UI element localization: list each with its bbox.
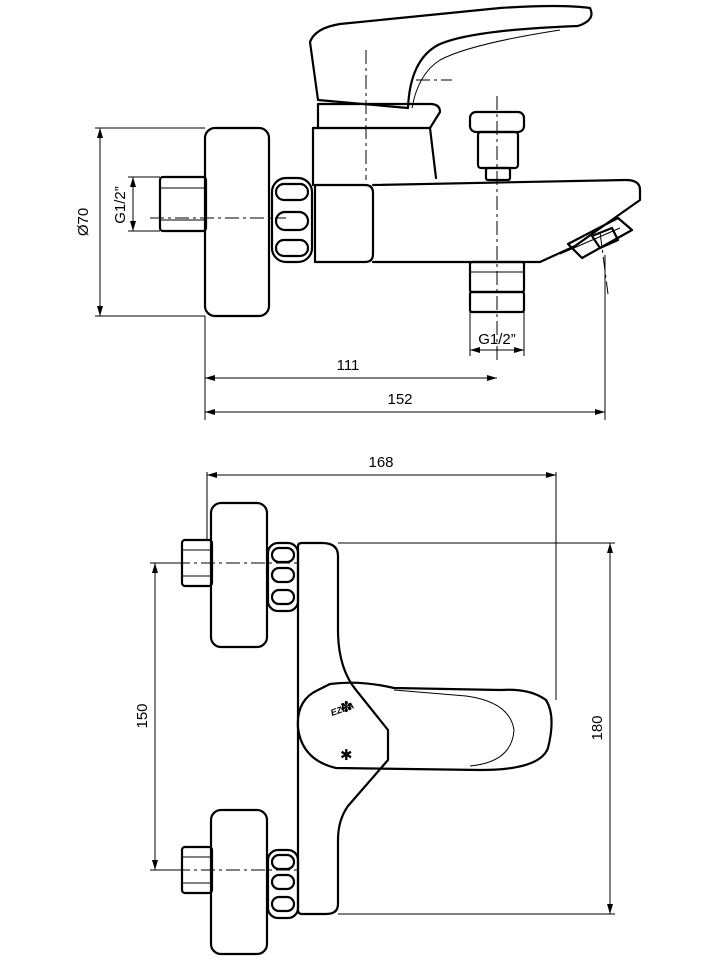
side-cartridge-housing [311,126,438,187]
dim-180: 180 [589,715,606,740]
dim-111: 111 [337,357,360,374]
side-view: Ø70 G1/2” G1/2” 111 152 [75,4,642,420]
side-wall-flange [203,126,271,318]
front-view: EZEA ✽ ✱ 168 150 180 [134,454,615,956]
dim-168: 168 [368,454,393,471]
dim-150: 150 [134,703,151,728]
cold-indicator-icon: ✽ [340,699,353,716]
dim-diameter-70: Ø70 [75,208,92,236]
dim-thread-bottom: G1/2” [478,331,516,348]
side-mixer-body [313,183,375,264]
side-aerator [566,216,634,260]
side-thread-stub [158,175,208,233]
front-mixer-body [296,541,390,916]
dim-thread-left: G1/2” [112,186,129,224]
hot-indicator-icon: ✱ [340,747,353,764]
dim-152: 152 [387,391,412,408]
front-lever-handle [296,681,553,772]
side-lever-handle [308,4,593,110]
front-top-connection [180,501,300,649]
front-bottom-connection [180,808,300,956]
side-eccentric-nut [270,176,314,264]
